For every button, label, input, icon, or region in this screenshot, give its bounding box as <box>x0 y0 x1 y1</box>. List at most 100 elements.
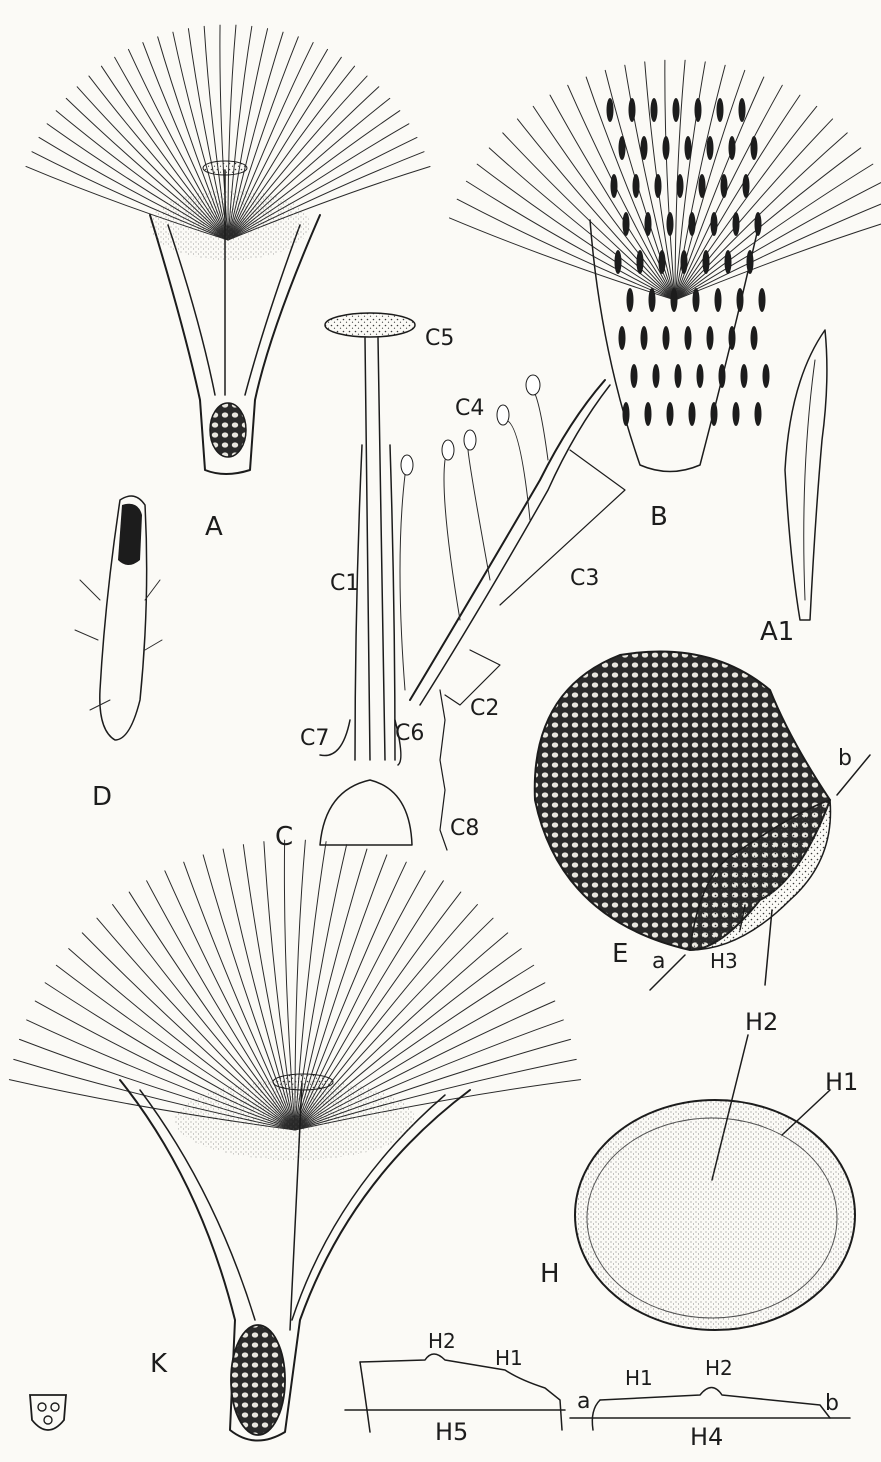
bract-tip <box>517 119 675 300</box>
bract-mark <box>707 136 714 160</box>
label-h1: H1 <box>825 1068 858 1096</box>
bract-mark <box>645 402 652 426</box>
label-c: C <box>275 822 293 852</box>
bract-mark <box>673 98 680 122</box>
label-profile-a: a <box>577 1389 590 1414</box>
bract-mark <box>715 288 722 312</box>
bract-mark <box>743 174 750 198</box>
bract-mark <box>693 288 700 312</box>
bract-mark <box>633 174 640 198</box>
bract-mark <box>703 250 710 274</box>
bract-tip <box>675 133 847 300</box>
bract-mark <box>659 250 666 274</box>
label-a1: A1 <box>760 617 794 647</box>
bract-tip <box>675 106 817 300</box>
label-profile-h1: H1 <box>495 1346 523 1370</box>
label-profile-h2b: H2 <box>705 1356 733 1380</box>
bract-mark <box>751 136 758 160</box>
bract-mark <box>667 402 674 426</box>
bract-mark <box>685 136 692 160</box>
seal-icon <box>30 1395 66 1430</box>
figure-a <box>26 25 430 474</box>
bract-mark <box>711 402 718 426</box>
label-profile-h1b: H1 <box>625 1366 653 1390</box>
bract-mark <box>631 364 638 388</box>
bract-mark <box>719 364 726 388</box>
bract-mark <box>607 98 614 122</box>
bract-mark <box>619 136 626 160</box>
label-e: E <box>612 939 628 969</box>
bract-mark <box>755 402 762 426</box>
label-c2: C2 <box>470 696 499 721</box>
bract-tip <box>550 95 675 300</box>
bract-mark <box>747 250 754 274</box>
label-c6: C6 <box>395 721 424 746</box>
bract-mark <box>615 250 622 274</box>
bract-mark <box>685 326 692 350</box>
bract-mark <box>739 98 746 122</box>
figure-b <box>449 60 881 471</box>
bract-mark <box>655 174 662 198</box>
bract-mark <box>667 212 674 236</box>
bract-mark <box>641 326 648 350</box>
label-c1: C1 <box>330 571 359 596</box>
figure-h <box>575 1035 855 1330</box>
label-e-b: b <box>838 746 852 771</box>
bract-mark <box>697 364 704 388</box>
bract-mark <box>755 212 762 236</box>
bract-mark <box>707 326 714 350</box>
bract-mark <box>653 364 660 388</box>
bract-mark <box>675 364 682 388</box>
label-h5: H5 <box>435 1418 468 1446</box>
bract-mark <box>645 212 652 236</box>
bract-mark <box>637 250 644 274</box>
figure-a1 <box>785 330 827 620</box>
bract-mark <box>711 212 718 236</box>
label-c5: C5 <box>425 326 454 351</box>
bract-mark <box>725 250 732 274</box>
label-h2: H2 <box>745 1008 778 1036</box>
label-h: H <box>540 1259 560 1289</box>
bract-mark <box>629 98 636 122</box>
bract-mark <box>721 174 728 198</box>
label-d: D <box>92 782 112 812</box>
bract-mark <box>641 136 648 160</box>
bract-mark <box>695 98 702 122</box>
label-e-a: a <box>652 949 665 974</box>
bract-mark <box>619 326 626 350</box>
bract-tip <box>675 181 881 300</box>
bract-mark <box>729 326 736 350</box>
figure-e <box>535 652 870 990</box>
bract-mark <box>611 174 618 198</box>
bract-mark <box>689 402 696 426</box>
bract-mark <box>663 136 670 160</box>
label-c4: C4 <box>455 396 484 421</box>
bract-mark <box>681 250 688 274</box>
label-c8: C8 <box>450 816 479 841</box>
bract-mark <box>733 402 740 426</box>
bract-mark <box>651 98 658 122</box>
label-c7: C7 <box>300 726 329 751</box>
label-c3: C3 <box>570 566 599 591</box>
label-h3: H3 <box>710 949 738 973</box>
bract-mark <box>737 288 744 312</box>
label-profile-h2: H2 <box>428 1329 456 1353</box>
bract-tip <box>533 106 675 300</box>
label-k: K <box>150 1349 168 1379</box>
bract-mark <box>677 174 684 198</box>
bract-mark <box>741 364 748 388</box>
bract-mark <box>717 98 724 122</box>
bract-mark <box>759 288 766 312</box>
bract-mark <box>699 174 706 198</box>
bract-mark <box>663 326 670 350</box>
bract-mark <box>623 402 630 426</box>
bract-mark <box>671 288 678 312</box>
label-h4: H4 <box>690 1423 723 1451</box>
bract-mark <box>689 212 696 236</box>
bract-mark <box>627 288 634 312</box>
bract-mark <box>751 326 758 350</box>
label-a: A <box>205 512 223 542</box>
label-b: B <box>650 502 668 532</box>
bract-mark <box>729 136 736 160</box>
